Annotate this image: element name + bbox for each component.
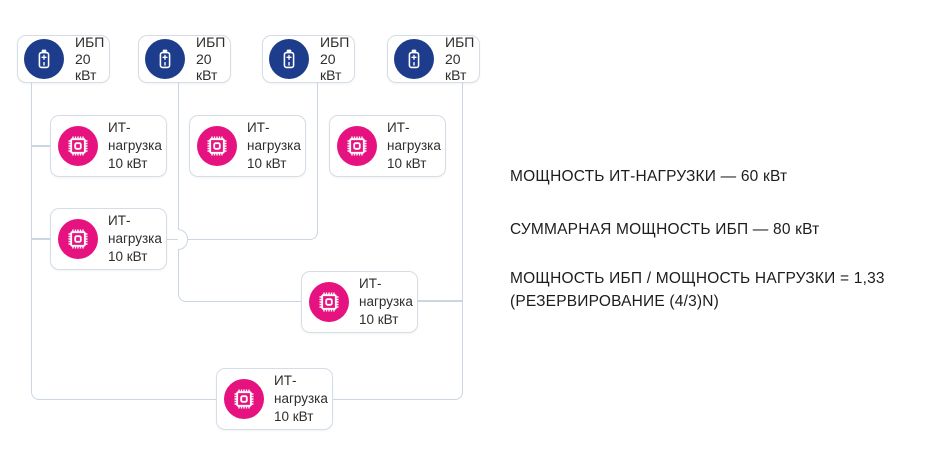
chip-icon — [224, 379, 264, 419]
ups-label: ИБП — [445, 34, 475, 51]
chip-icon — [337, 126, 377, 166]
battery-icon — [24, 39, 64, 79]
load-label: ИТ-нагрузка — [108, 213, 162, 246]
connector-ups1-load1 — [31, 145, 51, 147]
battery-icon — [394, 39, 434, 79]
ups-node-3: ИБП 20 кВт — [262, 34, 355, 84]
battery-icon — [269, 39, 309, 79]
it-load-node-2: ИТ-нагрузка 10 кВт — [189, 115, 306, 177]
it-load-node-6: ИТ-нагрузка 10 кВт — [216, 368, 333, 430]
load-power: 10 кВт — [247, 156, 287, 171]
summary-ratio-block: МОЩНОСТЬ ИБП / МОЩНОСТЬ НАГРУЗКИ = 1,33 … — [510, 268, 920, 313]
it-load-node-3: ИТ-нагрузка 10 кВт — [329, 115, 446, 177]
load-power: 10 кВт — [108, 249, 148, 264]
load-power: 10 кВт — [274, 409, 314, 424]
ups-node-4: ИБП 20 кВт — [387, 34, 480, 84]
connector-ups3-load4 — [167, 83, 318, 240]
ups-node-1: ИБП 20 кВт — [17, 34, 110, 84]
chip-icon — [58, 219, 98, 259]
load-label: ИТ-нагрузка — [387, 120, 441, 153]
connector-ups2-upper — [178, 83, 179, 229]
chip-icon — [309, 282, 349, 322]
load-label: ИТ-нагрузка — [247, 120, 301, 153]
connector-ups4-load6 — [333, 83, 463, 400]
connector-ups2-load5 — [178, 248, 302, 302]
summary-ups-total: СУММАРНАЯ МОЩНОСТЬ ИБП — 80 кВт — [510, 221, 820, 238]
connector-ups4-load5 — [418, 300, 462, 302]
summary-it-load-total: МОЩНОСТЬ ИТ-НАГРУЗКИ — 60 кВт — [510, 168, 788, 185]
chip-icon — [197, 126, 237, 166]
it-load-node-1: ИТ-нагрузка 10 кВт — [50, 115, 167, 177]
chip-icon — [58, 126, 98, 166]
summary-redundancy: (РЕЗЕРВИРОВАНИЕ (4/3)N) — [510, 292, 720, 310]
battery-icon — [145, 39, 185, 79]
ups-label: ИБП — [320, 34, 350, 51]
load-label: ИТ-нагрузка — [359, 276, 413, 309]
ups-power: 20 кВт — [196, 50, 218, 84]
connector-ups1-load6 — [31, 83, 218, 400]
ups-node-2: ИБП 20 кВт — [138, 34, 231, 84]
ups-power: 20 кВт — [320, 50, 342, 84]
connector-ups1-load4 — [31, 238, 51, 240]
it-load-node-5: ИТ-нагрузка 10 кВт — [301, 271, 418, 333]
ups-label: ИБП — [196, 34, 226, 51]
load-label: ИТ-нагрузка — [108, 120, 162, 153]
ups-label: ИБП — [75, 34, 105, 51]
load-power: 10 кВт — [387, 156, 427, 171]
ups-power: 20 кВт — [75, 50, 97, 84]
load-label: ИТ-нагрузка — [274, 373, 328, 406]
ups-power: 20 кВт — [445, 50, 467, 84]
it-load-node-4: ИТ-нагрузка 10 кВт — [50, 208, 167, 270]
summary-ratio: МОЩНОСТЬ ИБП / МОЩНОСТЬ НАГРУЗКИ = 1,33 — [510, 270, 885, 287]
load-power: 10 кВт — [359, 312, 399, 327]
load-power: 10 кВт — [108, 156, 148, 171]
